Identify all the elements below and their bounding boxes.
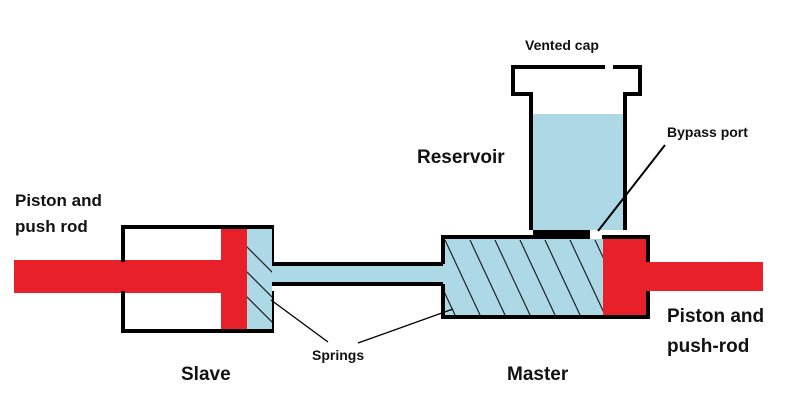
piston-left-label-line1: Piston and (15, 191, 102, 210)
bypass-port-leader (597, 144, 666, 232)
piston-right-label-line1: Piston and (667, 306, 765, 327)
reservoir (511, 65, 642, 239)
springs-leader-master (357, 308, 454, 344)
bypass-port (590, 230, 602, 239)
slave-push-rod (14, 260, 224, 293)
slave-label: Slave (181, 364, 231, 385)
slave-cylinder (121, 225, 274, 333)
vented-cap-label: Vented cap (525, 37, 599, 53)
master-piston (603, 239, 648, 315)
springs-leader-slave (270, 299, 329, 343)
slave-piston (221, 229, 247, 329)
slave-spring (247, 246, 272, 323)
master-fluid (443, 239, 603, 315)
connecting-pipe (272, 262, 443, 286)
master-spring (443, 239, 603, 315)
master-push-rod (648, 262, 763, 291)
slave-fluid (247, 229, 272, 329)
master-label: Master (507, 364, 569, 385)
piston-left-label-line2: push rod (15, 217, 88, 236)
reservoir-label: Reservoir (417, 147, 505, 168)
reservoir-base-seal (533, 230, 590, 239)
springs-label: Springs (312, 347, 365, 363)
bypass-port-label: Bypass port (667, 124, 748, 140)
master-cylinder (441, 230, 650, 319)
piston-right-label-line2: push-rod (667, 336, 750, 357)
reservoir-fluid (531, 114, 625, 230)
